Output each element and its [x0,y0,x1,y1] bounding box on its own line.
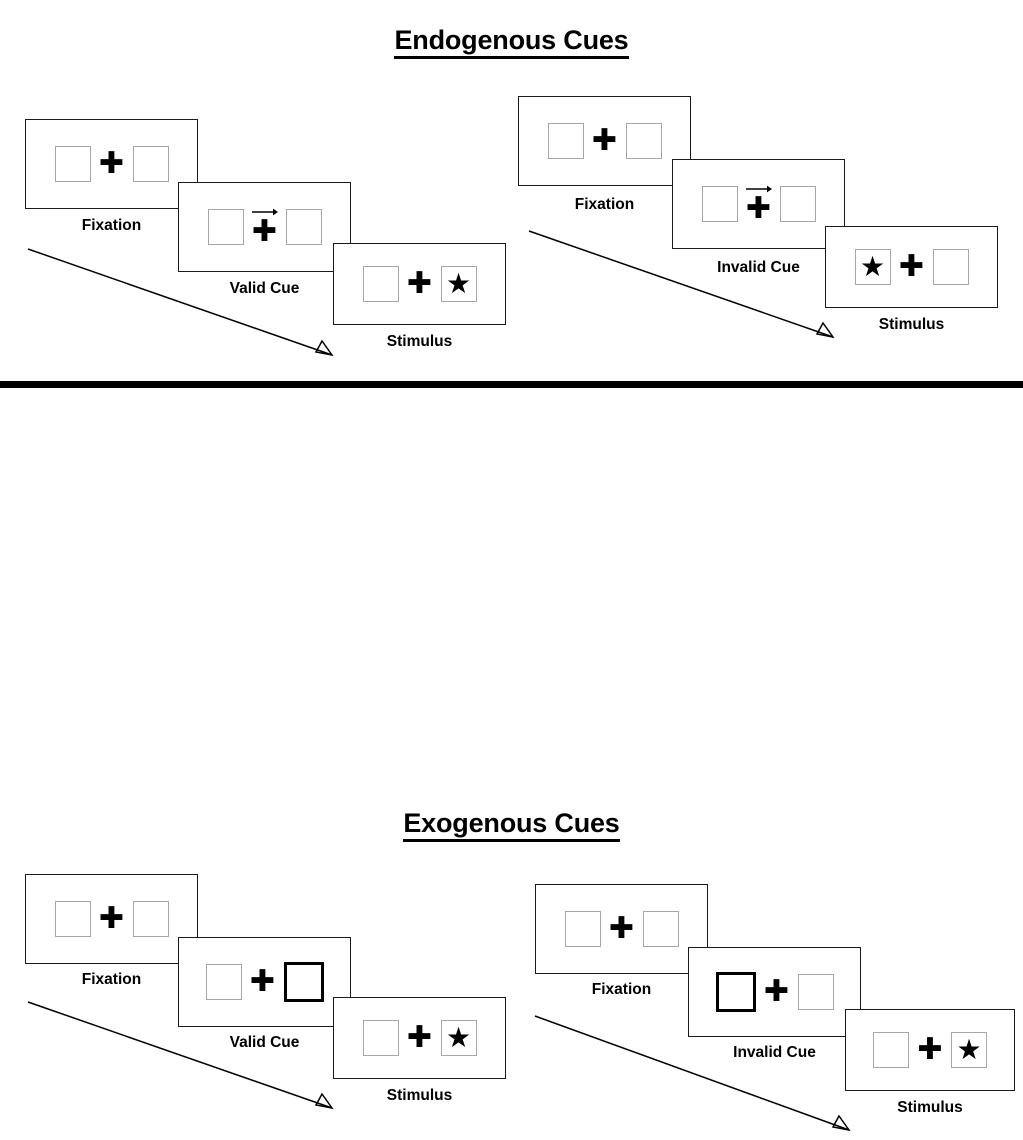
slot-left: ★ [854,249,891,285]
fixation-cross-icon: ✚ [608,911,635,946]
panel-exogenous-valid-fixation: ✚ [25,874,198,964]
fixation-cross-icon: ✚ [917,1032,943,1067]
fixation-cross-container: ✚ [891,245,933,289]
panel-exogenous-invalid-fixation: ✚ [535,884,708,974]
slot-right: ★ [440,1020,477,1056]
panel-endogenous-valid-stimulus: ✚ ★ [333,243,506,325]
fixation-cross-container: ✚ [738,182,780,226]
panel-exogenous-invalid-stimulus: ✚ ★ [845,1009,1015,1091]
panel-label-exogenous-valid-cue: Valid Cue [229,1034,300,1051]
slot-left [362,1020,399,1056]
fixation-cross-container: ✚ [601,907,643,951]
fixation-cross-container: ✚ [584,119,626,163]
fixation-cross-container: ✚ [244,205,286,249]
fixation-cross-icon: ✚ [406,266,433,301]
section-exogenous-cues: Exogenous Cues ✚ Fixation ✚ Valid Cue ✚ [0,390,1023,1132]
panel-endogenous-invalid-fixation: ✚ [518,96,691,186]
slot-left [564,911,601,947]
panel-label-endogenous-invalid-fixation: Fixation [574,196,635,213]
fixation-cross-container: ✚ [399,262,441,306]
slot-right [932,249,969,285]
slot-left-highlighted [715,972,756,1012]
slot-right [797,974,834,1010]
fixation-cross-icon: ✚ [98,901,125,936]
section-divider [0,381,1023,388]
fixation-cross-container: ✚ [909,1028,951,1072]
panel-endogenous-invalid-cue: ✚ [672,159,845,249]
slot-right [285,209,322,245]
panel-label-endogenous-invalid-cue: Invalid Cue [717,259,800,276]
fixation-cross-icon: ✚ [251,213,278,249]
fixation-cross-icon: ✚ [763,974,790,1009]
panel-label-exogenous-valid-stimulus: Stimulus [386,1087,453,1104]
slot-left [54,901,91,937]
fixation-cross-icon: ✚ [745,190,772,226]
panel-endogenous-invalid-stimulus: ★ ✚ [825,226,998,308]
panel-exogenous-valid-stimulus: ✚ ★ [333,997,506,1079]
slot-left [701,186,738,222]
slot-left [873,1032,909,1068]
slot-right: ★ [951,1032,987,1068]
section-title-exogenous: Exogenous Cues [0,808,1023,842]
panel-endogenous-valid-fixation: ✚ [25,119,198,209]
section-endogenous-cues: Endogenous Cues ✚ Fixation ✚ Valid Cue [0,0,1023,383]
panel-exogenous-invalid-cue: ✚ [688,947,861,1037]
slot-right [779,186,816,222]
panel-label-endogenous-invalid-stimulus: Stimulus [878,316,945,333]
slot-right [132,901,169,937]
slot-left [54,146,91,182]
star-icon: ★ [445,1021,472,1054]
fixation-cross-icon: ✚ [591,123,618,158]
panel-label-exogenous-valid-fixation: Fixation [81,971,142,988]
slot-left [362,266,399,302]
panel-label-exogenous-invalid-cue: Invalid Cue [733,1044,816,1061]
fixation-cross-icon: ✚ [898,249,925,284]
fixation-cross-container: ✚ [399,1016,441,1060]
fixation-cross-container: ✚ [91,142,133,186]
panel-exogenous-valid-cue: ✚ [178,937,351,1027]
slot-right [625,123,662,159]
panel-label-endogenous-valid-fixation: Fixation [81,217,142,234]
star-icon: ★ [445,267,472,300]
slot-left [547,123,584,159]
panel-label-exogenous-invalid-fixation: Fixation [591,981,652,998]
slot-right [132,146,169,182]
fixation-cross-icon: ✚ [249,964,276,999]
slot-right: ★ [440,266,477,302]
star-icon: ★ [859,250,886,283]
panel-label-endogenous-valid-stimulus: Stimulus [386,333,453,350]
fixation-cross-container: ✚ [242,960,284,1004]
fixation-cross-container: ✚ [756,970,798,1014]
panel-label-exogenous-invalid-stimulus: Stimulus [897,1099,963,1116]
star-icon: ★ [956,1033,982,1066]
fixation-cross-icon: ✚ [406,1020,433,1055]
panel-endogenous-valid-cue: ✚ [178,182,351,272]
slot-left [205,964,242,1000]
panel-label-endogenous-valid-cue: Valid Cue [229,280,300,297]
slot-right [642,911,679,947]
slot-left [207,209,244,245]
slot-right-highlighted [283,962,324,1002]
section-title-endogenous: Endogenous Cues [0,25,1023,59]
fixation-cross-icon: ✚ [98,146,125,181]
fixation-cross-container: ✚ [91,897,133,941]
